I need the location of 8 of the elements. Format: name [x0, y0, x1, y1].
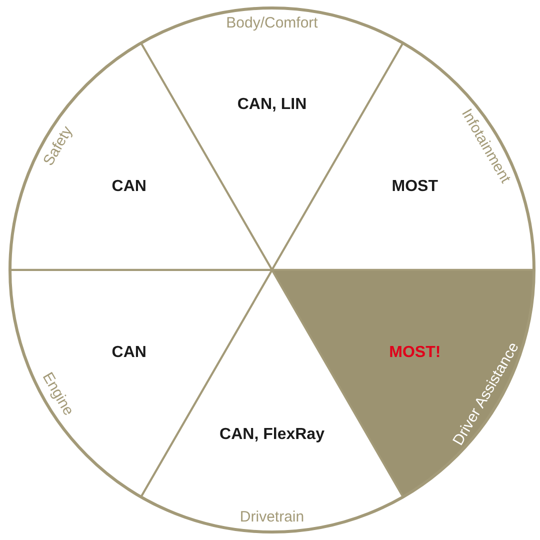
bus-label: MOST — [392, 179, 438, 196]
bus-label: CAN — [112, 179, 146, 196]
sector-label: Body/Comfort — [226, 16, 318, 30]
bus-label: CAN, FlexRay — [220, 427, 324, 443]
bus-label: CAN — [112, 344, 146, 360]
sector-label: Drivetrain — [240, 510, 304, 524]
bus-label: MOST! — [389, 344, 441, 360]
bus-label: CAN, LIN — [237, 97, 307, 113]
